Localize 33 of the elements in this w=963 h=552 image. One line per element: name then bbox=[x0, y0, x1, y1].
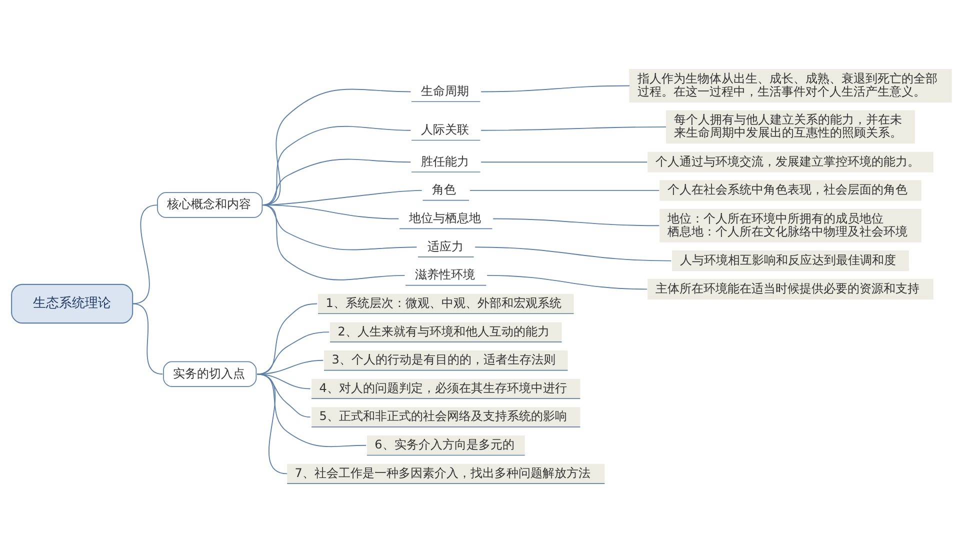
connector bbox=[480, 84, 630, 92]
connector bbox=[492, 218, 660, 226]
node-box: 每个人拥有与他人建立关系的能力，并在未来生命周期中发展出的互惠性的照顾关系。 bbox=[666, 110, 915, 144]
node-box: 指人作为生物体从出生、成长、成熟、衰退到死亡的全部过程。在这一过程中，生活事件对个人生活产生意义。 bbox=[629, 68, 952, 102]
connector bbox=[480, 126, 666, 130]
connector bbox=[256, 373, 311, 418]
node-box: 生态系统理论 bbox=[11, 283, 134, 324]
node-box: 人与环境相互影响和反应达到最佳调和度 bbox=[672, 250, 909, 271]
connector bbox=[469, 189, 660, 190]
node-box: 主体所在环境能在适当时候提供必要的资源和支持 bbox=[648, 278, 934, 299]
node-box: 个人在社会系统中角色表现，社会层面的角色 bbox=[660, 180, 922, 200]
node-text: 地位与栖息地 bbox=[408, 210, 481, 224]
connector bbox=[132, 302, 164, 374]
connector bbox=[256, 331, 330, 374]
connector bbox=[256, 373, 311, 389]
node-box: 个人通过与环境交流，发展建立掌控环境的能力。 bbox=[648, 151, 934, 172]
connector bbox=[256, 359, 324, 374]
node-box: 核心概念和内容 bbox=[157, 192, 263, 218]
connector bbox=[474, 246, 672, 261]
node-text: 生命周期 bbox=[420, 83, 469, 98]
connector bbox=[262, 204, 406, 280]
node-text: 角色 bbox=[432, 182, 456, 196]
connector bbox=[486, 274, 648, 290]
connector bbox=[256, 373, 288, 474]
node-text: 胜任能力 bbox=[420, 154, 469, 168]
node-box: 地位：个人所在环境中所拥有的成员地位 栖息地：个人所在文化脉络中物理及社会环境 bbox=[660, 208, 922, 242]
node-text: 人际关联 bbox=[420, 122, 469, 136]
connector bbox=[256, 373, 367, 447]
connector bbox=[480, 161, 648, 162]
node-text: 滋养性环境 bbox=[414, 267, 475, 282]
node-text: 适应力 bbox=[427, 238, 464, 253]
connector bbox=[132, 204, 158, 304]
node-box: 实务的切入点 bbox=[163, 360, 257, 386]
